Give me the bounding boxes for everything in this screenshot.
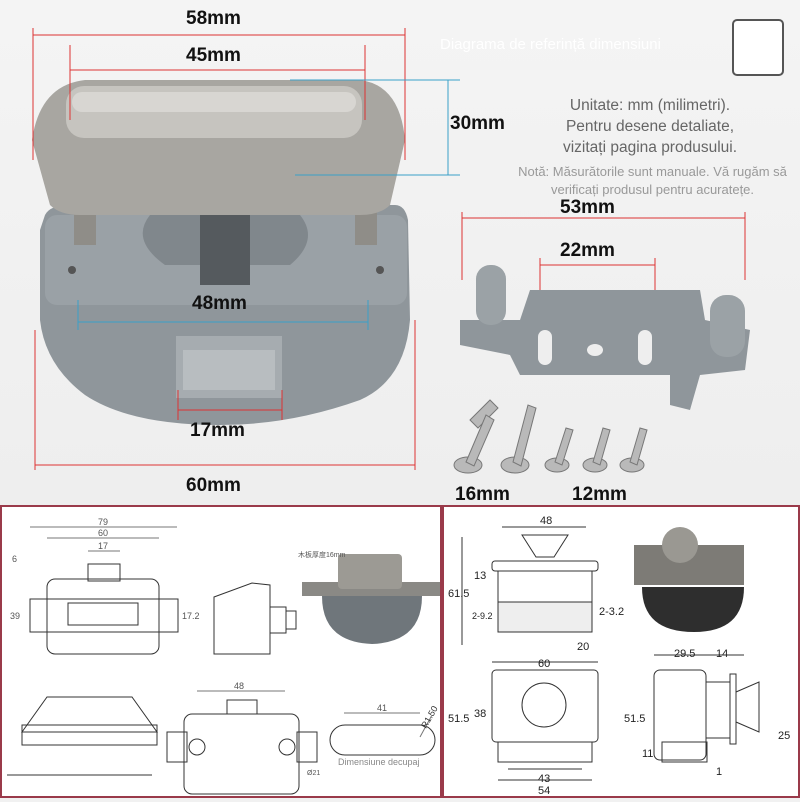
latch-photo-illustration <box>32 19 784 474</box>
detail-text-1: Pentru desene detaliate, <box>565 118 735 135</box>
dim-45mm: 45mm <box>186 45 241 66</box>
label-25: 25 <box>778 730 790 742</box>
label-radius: R1.50 <box>419 704 440 730</box>
label-51-5-side: 51.5 <box>624 713 645 725</box>
label-6: 6 <box>12 554 17 564</box>
label-54: 54 <box>538 785 550 797</box>
technical-drawing-left: 79 60 17 6 39 17.2 木板厚度16mm 48 41 R1.50 … <box>7 517 440 795</box>
thumbnail-box <box>732 19 784 76</box>
label-61-5: 61.5 <box>448 588 469 600</box>
detail-text-2: vizitați pagina produsului. <box>562 139 738 156</box>
strike-plate <box>460 290 750 410</box>
dim-53mm: 53mm <box>560 197 615 218</box>
label-board-thickness: 木板厚度16mm <box>298 550 346 559</box>
label-2-3-2: 2-3.2 <box>599 606 624 618</box>
screws <box>453 399 648 474</box>
dim-58mm: 58mm <box>186 8 241 29</box>
label-20: 20 <box>577 641 589 653</box>
label-48: 48 <box>540 515 552 527</box>
unit-text: Unitate: mm (milimetri). <box>569 97 731 114</box>
dim-48mm: 48mm <box>192 293 247 314</box>
label-79: 79 <box>98 517 108 527</box>
label-51-5-front: 51.5 <box>448 713 469 725</box>
label-39: 39 <box>10 611 20 621</box>
label-43: 43 <box>538 773 550 785</box>
label-2-9-2: 2-9.2 <box>472 611 493 621</box>
label-17: 17 <box>98 541 108 551</box>
label-13: 13 <box>474 570 486 582</box>
dim-30mm: 30mm <box>450 113 505 134</box>
disclaimer-note: Notă: Măsurătorile sunt manuale. Vă rugă… <box>518 164 787 197</box>
label-diameter: Ø21 <box>307 770 320 777</box>
dim-22mm: 22mm <box>560 240 615 261</box>
label-1: 1 <box>716 766 722 778</box>
label-14: 14 <box>716 648 728 660</box>
label-41: 41 <box>377 703 387 713</box>
label-11: 11 <box>642 748 653 760</box>
label-60: 60 <box>98 528 108 538</box>
dim-16mm: 16mm <box>455 484 510 505</box>
cutout-label: Dimensiune decupaj <box>338 757 420 767</box>
dim-60mm: 60mm <box>186 475 241 496</box>
label-48: 48 <box>234 681 244 691</box>
label-38: 38 <box>474 708 486 720</box>
drawing-panel-left: 79 60 17 6 39 17.2 木板厚度16mm 48 41 R1.50 … <box>0 505 442 798</box>
technical-drawing-right: 48 61.5 13 2-9.2 2-3.2 20 60 38 51.5 43 … <box>448 515 790 797</box>
drawing-panel-right: 48 61.5 13 2-9.2 2-3.2 20 60 38 51.5 43 … <box>442 505 800 798</box>
dim-12mm: 12mm <box>572 484 627 505</box>
label-17-2: 17.2 <box>182 611 200 621</box>
page-title: Diagrama de referință dimensiuni <box>440 36 661 53</box>
unit-note: Unitate: mm (milimetri). Pentru desene d… <box>505 95 795 158</box>
dim-17mm: 17mm <box>190 420 245 441</box>
label-60: 60 <box>538 658 550 670</box>
product-photo-area <box>0 0 800 505</box>
label-29-5: 29.5 <box>674 648 695 660</box>
